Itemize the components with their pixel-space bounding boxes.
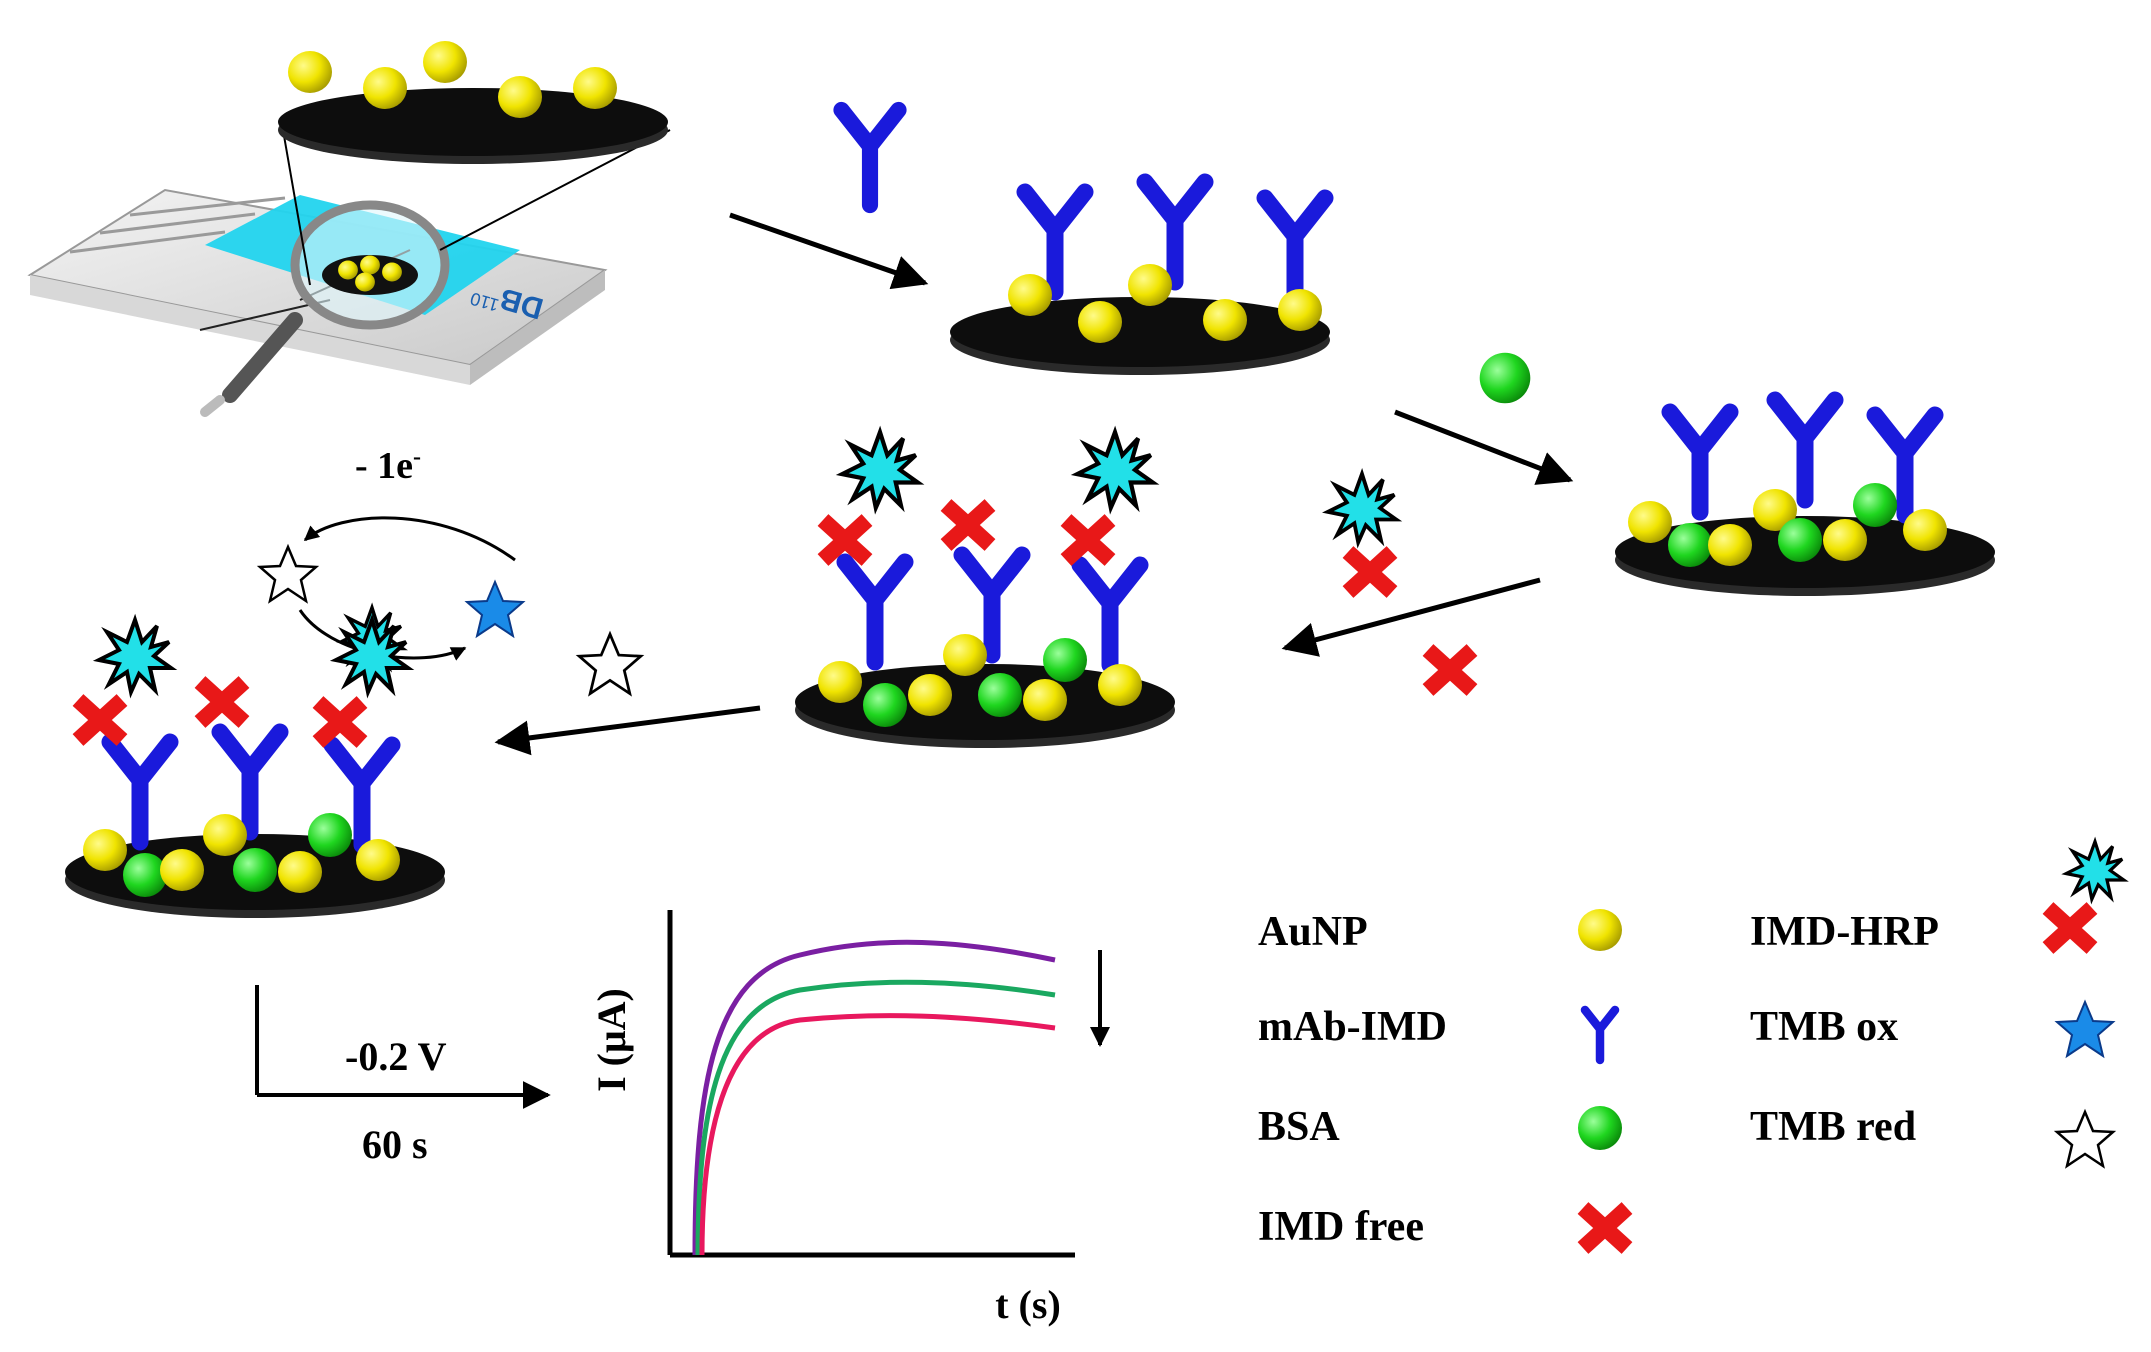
x-axis-label: t (s) [995,1282,1061,1327]
magnifier-icon [199,200,450,417]
electrode-disc-blocked [1615,400,1995,596]
mab-imd-reagent-icon [842,110,899,205]
legend-tmb-red-label: TMB red [1750,1104,1916,1150]
legend-antibody-icon [1585,1010,1615,1060]
legend-tmb-red-icon [2055,1110,2115,1168]
electron-transfer-label: - 1e- [355,444,421,487]
legend-imd-hrp-icon [2048,839,2126,948]
electrode-disc-antibody [950,182,1330,375]
legend: AuNP mAb-IMD BSA IMD free IMD-HRP TMB ox… [1258,839,2126,1250]
electrode-disc-aunp [278,41,668,164]
amperometry-conditions: -0.2 V 60 s [255,985,551,1167]
legend-mab-label: mAb-IMD [1258,1004,1447,1050]
time-label: 60 s [362,1122,428,1167]
bsa-reagent-icon [1479,352,1531,404]
legend-tmb-ox-icon [2056,1001,2114,1057]
legend-imd-free-icon [1583,1208,1627,1248]
zoom-lines [282,129,671,286]
legend-bsa-label: BSA [1258,1104,1340,1150]
legend-imd-hrp-label: IMD-HRP [1750,909,1939,955]
current-trace-1 [692,939,1056,1256]
current-trace-2 [695,979,1056,1256]
chronoamperogram: I (μA) t (s) [589,910,1110,1327]
tmb-red-reagent-icon [577,632,643,695]
contact-track [69,196,286,254]
legend-aunp-label: AuNP [1258,909,1368,955]
y-axis-label: I (μA) [589,988,634,1092]
current-trace-3 [699,1013,1056,1256]
legend-aunp-icon [1578,909,1622,951]
electrode-disc-competition [795,432,1175,748]
legend-tmb-ox-label: TMB ox [1750,1004,1898,1050]
step-arrow-3 [1281,577,1541,657]
legend-bsa-icon [1578,1106,1622,1150]
step-arrow-4 [494,705,761,756]
potential-label: -0.2 V [345,1034,447,1079]
electrode-disc-detection [65,618,445,918]
step-arrow-1 [729,212,929,290]
competition-reagents [1325,471,1472,690]
step-arrow-2 [1394,409,1574,485]
legend-imd-free-label: IMD free [1258,1204,1424,1250]
